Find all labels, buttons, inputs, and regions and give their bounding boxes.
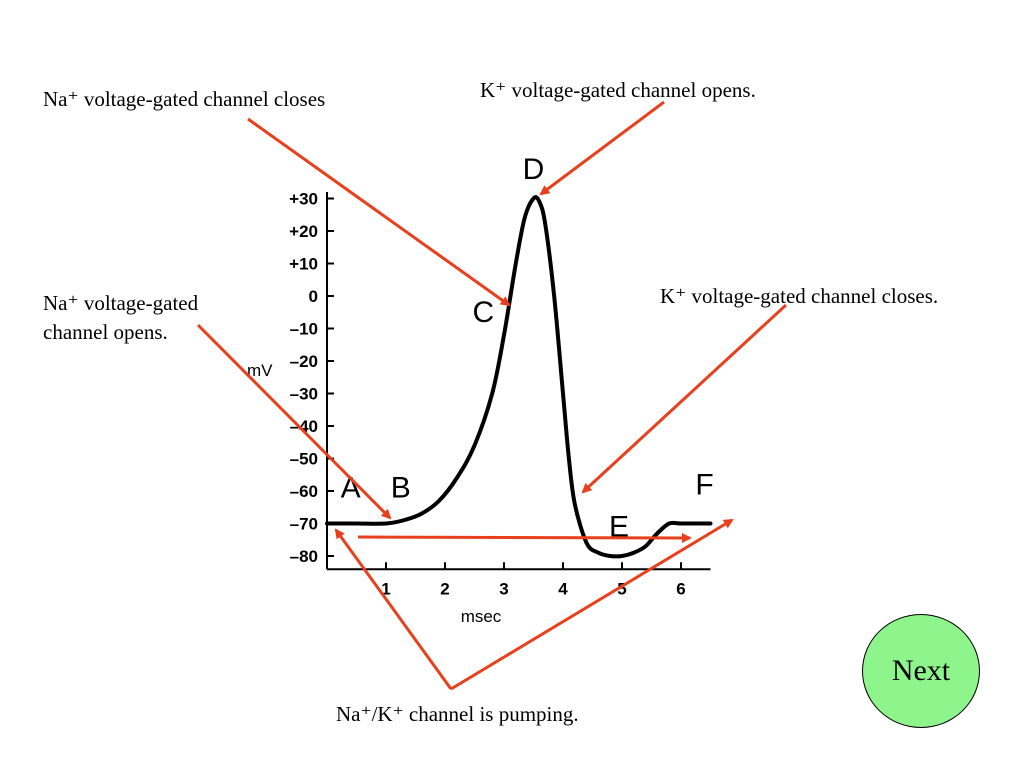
callout-pump: Na⁺/K⁺ channel is pumping.	[336, 702, 579, 726]
y-axis-label: mV	[247, 361, 273, 380]
y-tick-label: –50	[290, 450, 318, 469]
point-label-c: C	[473, 296, 495, 329]
arrow-pump-right	[450, 518, 734, 691]
point-label-b: B	[391, 472, 411, 505]
action-potential-curve	[325, 195, 713, 559]
arrow-pump-left	[334, 528, 453, 690]
x-tick-label: 6	[676, 579, 685, 598]
arrow-na-closes	[247, 117, 511, 307]
y-tick-label: +20	[289, 222, 318, 241]
callout-na-channel-opens: Na⁺ voltage-gated channel opens.	[43, 289, 198, 347]
callout-k-channel-opens: K⁺ voltage-gated channel opens.	[480, 78, 756, 102]
y-tick-label: 0	[309, 287, 318, 306]
tick-marks: +30 +20 +10 0 –10 –20 –30 –40 –50 –60 –70 –80 1 2 3 4 5 6	[289, 190, 686, 599]
y-tick-label: +10	[289, 255, 318, 274]
point-label-f: F	[695, 468, 713, 501]
x-tick-label: 3	[499, 579, 508, 598]
y-tick-label: –20	[290, 352, 318, 371]
point-label-d: D	[523, 153, 545, 186]
point-label-a: A	[341, 472, 361, 505]
y-tick-label: –60	[290, 482, 318, 501]
arrow-baseline	[357, 532, 692, 543]
y-tick-label: –70	[290, 515, 318, 534]
arrow-k-opens	[539, 100, 665, 196]
x-tick-label: 5	[617, 579, 626, 598]
y-tick-label: –80	[290, 547, 318, 566]
callout-na-opens-line1: Na⁺ voltage-gated	[43, 291, 199, 315]
callout-na-channel-closes: Na⁺ voltage-gated channel closes	[43, 87, 326, 111]
axes	[326, 192, 711, 571]
y-tick-label: –40	[290, 417, 318, 436]
x-tick-label: 1	[381, 579, 390, 598]
next-button-label: Next	[891, 654, 951, 687]
x-tick-label: 4	[558, 579, 568, 598]
arrow-k-closes	[581, 303, 788, 494]
arrow-na-opens	[196, 323, 392, 520]
callout-k-channel-closes: K⁺ voltage-gated channel closes.	[660, 284, 939, 308]
x-axis-label: msec	[461, 607, 502, 626]
x-tick-label: 2	[440, 579, 449, 598]
y-tick-label: +30	[289, 190, 318, 209]
callout-arrows	[196, 100, 788, 691]
y-tick-label: –30	[290, 385, 318, 404]
callout-na-opens-line2: channel opens.	[43, 320, 168, 344]
next-button[interactable]: Next	[862, 614, 980, 728]
point-label-e: E	[609, 511, 629, 544]
y-tick-label: –10	[290, 320, 318, 339]
